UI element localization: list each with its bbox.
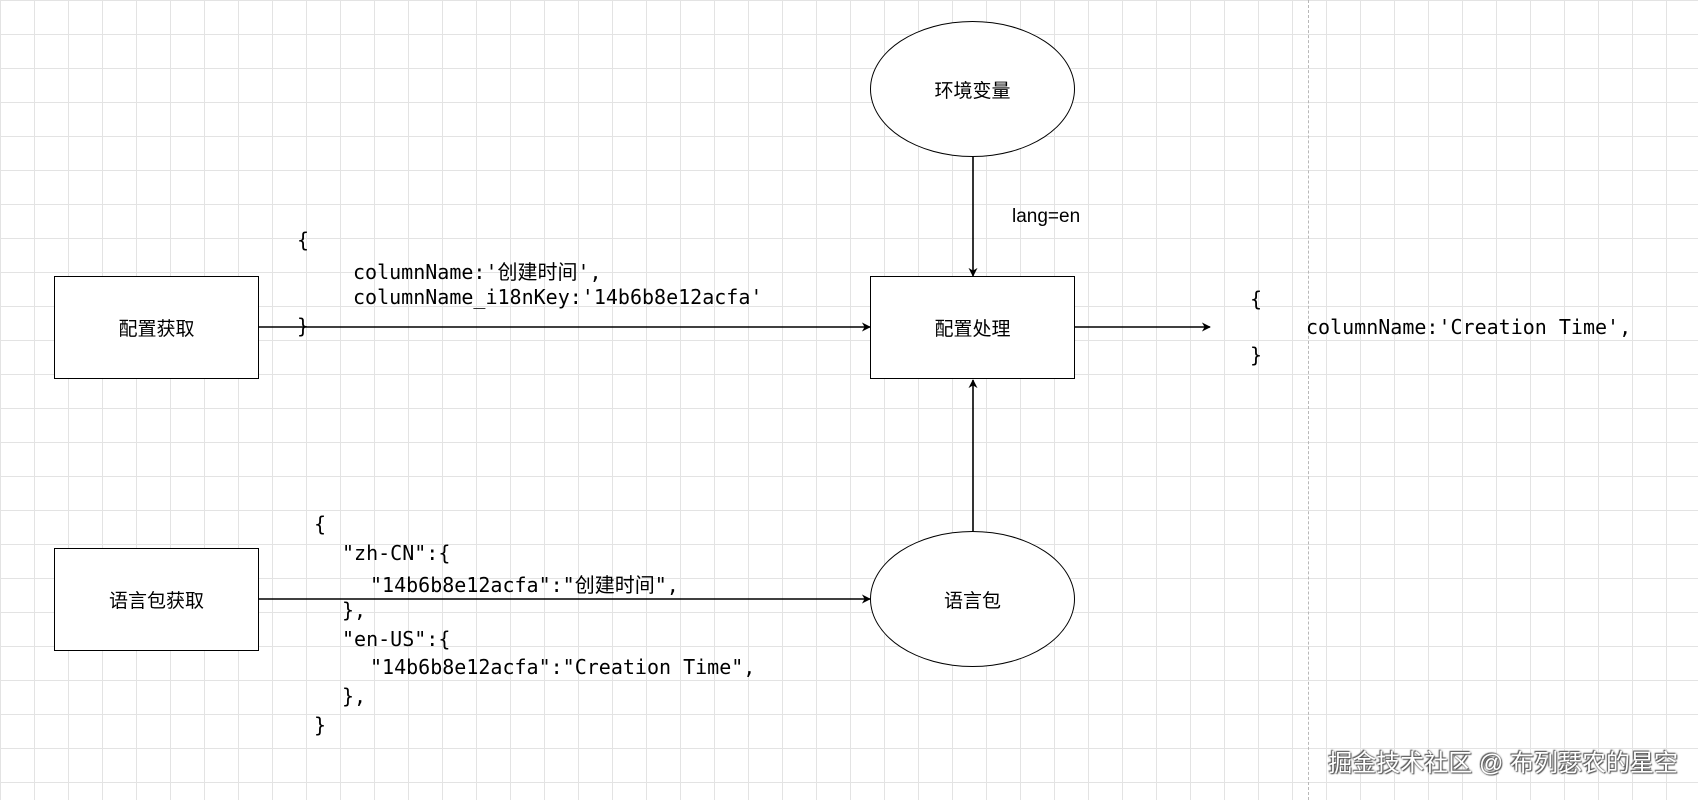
lang-snippet-open-brace: {	[314, 512, 327, 536]
config-snippet-close-brace: }	[297, 314, 310, 338]
config-fetch-node[interactable]: 配置获取	[54, 276, 259, 379]
config-snippet-i18n-key: columnName_i18nKey:'14b6b8e12acfa'	[353, 285, 763, 309]
output-snippet-column-name: columnName:'Creation Time',	[1306, 315, 1632, 339]
watermark: 掘金技术社区 @ 布列瑟农的星空	[1328, 750, 1678, 777]
lang-snippet-en-us-value: "14b6b8e12acfa":"Creation Time",	[370, 655, 756, 679]
lang-pack-fetch-node[interactable]: 语言包获取	[54, 548, 259, 651]
lang-snippet-close-brace: }	[314, 713, 327, 737]
env-var-label: 环境变量	[934, 80, 1011, 102]
edge-label-lang-en: lang=en	[1012, 206, 1081, 227]
output-snippet-close-brace: }	[1250, 343, 1263, 367]
lang-snippet-zh-cn-key: "zh-CN":{	[342, 541, 451, 565]
lang-snippet-zh-cn-close: },	[342, 598, 367, 622]
lang-snippet-zh-cn-value: "14b6b8e12acfa":"创建时间",	[370, 573, 679, 597]
config-snippet-open-brace: {	[297, 228, 310, 252]
config-fetch-label: 配置获取	[118, 319, 195, 340]
config-snippet-column-name: columnName:'创建时间',	[353, 260, 602, 284]
lang-pack-label: 语言包	[943, 590, 1001, 612]
env-var-node[interactable]: 环境变量	[870, 21, 1075, 157]
lang-pack-node[interactable]: 语言包	[870, 531, 1075, 667]
lang-pack-fetch-label: 语言包获取	[108, 591, 204, 612]
lang-snippet-en-us-close: },	[342, 684, 367, 708]
page-boundary-guide	[1308, 0, 1309, 800]
config-process-node[interactable]: 配置处理	[870, 276, 1075, 379]
lang-snippet-en-us-key: "en-US":{	[342, 627, 451, 651]
output-snippet-open-brace: {	[1250, 287, 1263, 311]
config-process-label: 配置处理	[934, 319, 1011, 340]
